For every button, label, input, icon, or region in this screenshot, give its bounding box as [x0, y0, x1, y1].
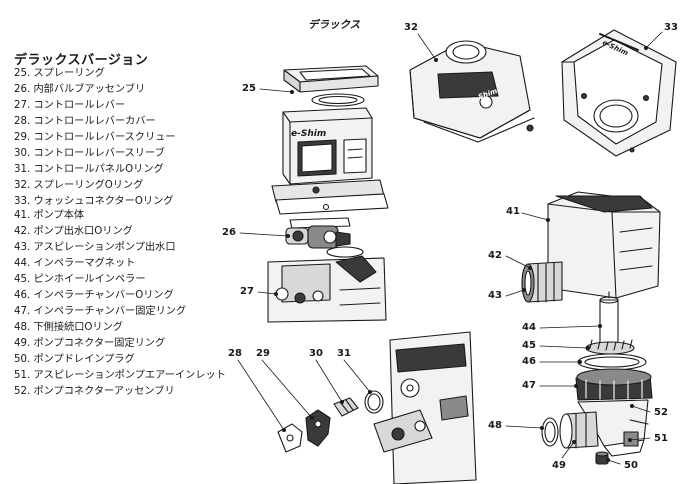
callout-45: 45 — [522, 340, 536, 351]
spray-ring-oring-illustration — [409, 40, 535, 143]
callout-29: 29 — [256, 348, 270, 359]
drain-plug-illustration — [595, 451, 609, 465]
part-entry-52: 52. ポンプコネクターアッセンブリ — [14, 386, 175, 397]
callout-27: 27 — [240, 286, 254, 297]
part-entry-26: 26. 内部バルブアッセンブリ — [14, 84, 146, 95]
callout-48: 48 — [488, 420, 502, 431]
control-lever-sleeve-illustration — [333, 397, 359, 417]
callout-49: 49 — [552, 460, 566, 471]
part-entry-31: 31. コントロールパネルOリング — [14, 164, 164, 175]
pump-body-illustration — [521, 191, 661, 303]
part-entry-49: 49. ポンプコネクター固定リング — [14, 338, 166, 349]
callout-41: 41 — [506, 206, 520, 217]
callout-33: 33 — [664, 22, 678, 33]
part-entry-30: 30. コントロールレバースリーブ — [14, 148, 165, 159]
part-entry-41: 41. ポンプ本体 — [14, 210, 85, 221]
pinwheel-impeller-illustration — [585, 339, 635, 355]
callout-47: 47 — [522, 380, 536, 391]
callout-32: 32 — [404, 22, 418, 33]
callout-43: 43 — [488, 290, 502, 301]
version-label: デラックス — [308, 19, 361, 31]
part-entry-42: 42. ポンプ出水口Oリング — [14, 226, 133, 237]
parts-list-group-b: 41. ポンプ本体 42. ポンプ出水口Oリング 43. アスピレーションポンプ… — [14, 208, 226, 400]
part-entry-28: 28. コントロールレバーカバー — [14, 116, 156, 127]
callout-50: 50 — [624, 460, 638, 471]
lower-connector-oring-illustration — [541, 417, 559, 447]
lower-body-illustration — [267, 255, 387, 323]
callout-30: 30 — [309, 348, 323, 359]
callout-42: 42 — [488, 250, 502, 261]
part-entry-32: 32. スプレーリングOリング — [14, 180, 144, 191]
part-entry-44: 44. インペラーマグネット — [14, 258, 136, 269]
callout-25: 25 — [242, 83, 256, 94]
callout-46: 46 — [522, 356, 536, 367]
brand-text-body: e-Shim — [291, 129, 326, 139]
part-entry-25: 25. スプレーリング — [14, 68, 105, 79]
control-lever-cover-illustration — [277, 423, 303, 453]
callout-52: 52 — [654, 407, 668, 418]
chamber-lock-ring-illustration — [575, 368, 653, 401]
part-entry-29: 29. コントロールレバースクリュー — [14, 132, 176, 143]
parts-list-title: デラックスバージョン — [14, 53, 149, 68]
part-entry-47: 47. インペラーチャンバー固定リング — [14, 306, 187, 317]
callout-44: 44 — [522, 322, 536, 333]
callout-28: 28 — [228, 348, 242, 359]
callout-26: 26 — [222, 227, 236, 238]
parts-list-group-a: 25. スプレーリング 26. 内部バルブアッセンブリ 27. コントロールレバ… — [14, 66, 176, 210]
connector-lock-ring-illustration — [559, 411, 599, 449]
callout-51: 51 — [654, 433, 668, 444]
control-body-illustration — [271, 107, 389, 215]
leader-lines — [237, 31, 663, 465]
part-entry-33: 33. ウォッシュコネクターOリング — [14, 196, 174, 207]
spray-ring-illustration — [283, 65, 379, 107]
control-panel-oring-illustration — [364, 390, 384, 414]
impeller-magnet-illustration — [599, 291, 619, 345]
impeller-chamber-oring-illustration — [577, 353, 647, 371]
part-entry-27: 27. コントロールレバー — [14, 100, 126, 111]
part-entry-48: 48. 下側接続口Oリング — [14, 322, 123, 333]
part-entry-43: 43. アスピレーションポンプ出水口 — [14, 242, 176, 253]
wash-connector-illustration — [561, 29, 677, 157]
part-entry-50: 50. ポンプドレインプラグ — [14, 354, 135, 365]
callout-31: 31 — [337, 348, 351, 359]
control-panel-illustration — [373, 331, 477, 484]
part-entry-51: 51. アスピレーションポンプエアーインレット — [14, 370, 226, 381]
part-entry-46: 46. インペラーチャンバーOリング — [14, 290, 174, 301]
part-entry-45: 45. ピンホイールインペラー — [14, 274, 146, 285]
internal-valve-illustration — [285, 217, 364, 258]
